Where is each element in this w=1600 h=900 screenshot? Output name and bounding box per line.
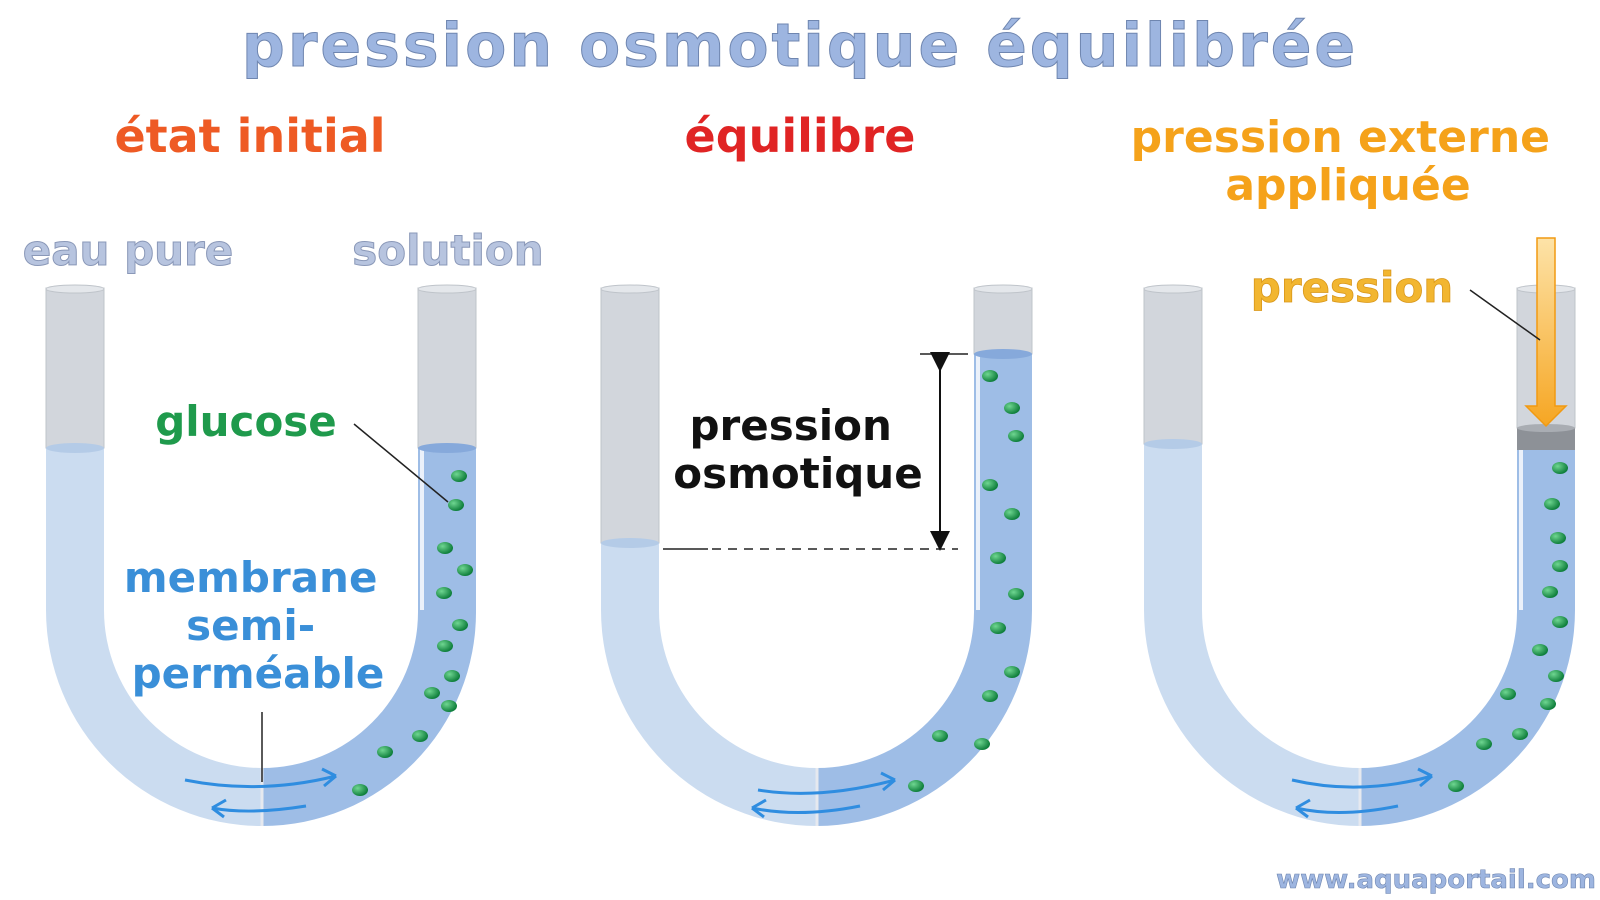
glucose-molecule-icon: [444, 670, 460, 682]
pure-water-liquid: [1144, 444, 1360, 826]
flow-arrow-icon: [184, 767, 337, 819]
label-glucose: glucose: [155, 397, 337, 446]
glucose-molecule-icon: [1548, 670, 1564, 682]
glucose-molecule-icon: [982, 690, 998, 702]
heading-equilibrium: équilibre: [685, 109, 916, 163]
glucose-molecule-icon: [1552, 462, 1568, 474]
panel-external: pression externe appliquée: [1131, 112, 1576, 826]
label-osmotic-pressure: pression osmotique: [673, 401, 922, 498]
tube-left-glass: [45, 287, 105, 449]
label-solution: solution: [352, 226, 543, 275]
heading-external: pression externe appliquée: [1131, 112, 1566, 211]
glucose-molecule-icon: [1004, 666, 1020, 678]
osmotic-line-1: pression: [689, 401, 891, 450]
solution-liquid: [1360, 450, 1576, 826]
glucose-molecule-icon: [1500, 688, 1516, 700]
glucose-molecule-icon: [377, 746, 393, 758]
glucose-molecule-icon: [1532, 644, 1548, 656]
heading-initial: état initial: [114, 109, 385, 163]
membrane-line-1: membrane: [124, 553, 378, 602]
osmotic-line-2: osmotique: [673, 449, 922, 498]
glucose-molecule-icon: [1550, 532, 1566, 544]
glucose-molecule-icon: [974, 738, 990, 750]
footer-website: www.aquaportail.com: [1276, 865, 1596, 895]
tube-right-glass: [973, 287, 1033, 355]
glucose-molecule-icon: [441, 700, 457, 712]
tube-left-glass: [1143, 287, 1203, 445]
glucose-molecule-icon: [424, 687, 440, 699]
glucose-molecule-icon: [1552, 616, 1568, 628]
glucose-molecule-icon: [437, 542, 453, 554]
glucose-molecule-icon: [1004, 508, 1020, 520]
glucose-molecule-icon: [452, 619, 468, 631]
membrane-line-3: perméable: [132, 649, 385, 698]
glucose-molecule-icon: [451, 470, 467, 482]
glucose-molecule-icon: [1552, 560, 1568, 572]
membrane-line-2: semi-: [186, 601, 315, 650]
diagram-title: pression osmotique équilibrée: [242, 11, 1358, 81]
glucose-molecule-icon: [1540, 698, 1556, 710]
piston-icon: [1517, 428, 1575, 450]
label-membrane: membrane semi- perméable: [124, 553, 392, 698]
glucose-molecule-icon: [437, 640, 453, 652]
glucose-molecule-icon: [1512, 728, 1528, 740]
label-pure-water: eau pure: [23, 226, 234, 275]
glucose-molecule-icon: [1008, 588, 1024, 600]
glucose-molecules: [352, 470, 473, 796]
glucose-molecule-icon: [908, 780, 924, 792]
glucose-molecule-icon: [1542, 586, 1558, 598]
glucose-molecule-icon: [352, 784, 368, 796]
flow-arrow-icon: [751, 771, 896, 819]
glucose-molecule-icon: [1448, 780, 1464, 792]
panel-equilibrium: équilibre: [600, 109, 1033, 826]
glucose-molecule-icon: [990, 552, 1006, 564]
tube-right-glass: [417, 287, 477, 449]
glucose-molecule-icon: [1544, 498, 1560, 510]
glucose-molecule-icon: [1004, 402, 1020, 414]
flow-arrow-icon: [1291, 767, 1433, 819]
glucose-molecule-icon: [457, 564, 473, 576]
pure-water-liquid: [601, 543, 817, 826]
pressure-arrow-icon: [1524, 237, 1568, 428]
external-line-1: pression externe: [1131, 112, 1550, 163]
glucose-molecule-icon: [1476, 738, 1492, 750]
panel-initial: état initial eau pure solution: [22, 109, 544, 826]
external-line-2: appliquée: [1225, 160, 1470, 211]
glucose-molecule-icon: [448, 499, 464, 511]
pure-water-liquid: [46, 448, 262, 826]
glucose-molecule-icon: [412, 730, 428, 742]
glucose-molecules: [908, 370, 1024, 792]
glucose-molecule-icon: [1008, 430, 1024, 442]
glucose-molecule-icon: [436, 587, 452, 599]
glucose-molecule-icon: [990, 622, 1006, 634]
glucose-molecules: [1448, 462, 1568, 792]
glucose-molecule-icon: [982, 479, 998, 491]
tube-left-glass: [600, 287, 660, 544]
label-external-pressure: pression: [1251, 263, 1453, 312]
glucose-molecule-icon: [932, 730, 948, 742]
glucose-molecule-icon: [982, 370, 998, 382]
